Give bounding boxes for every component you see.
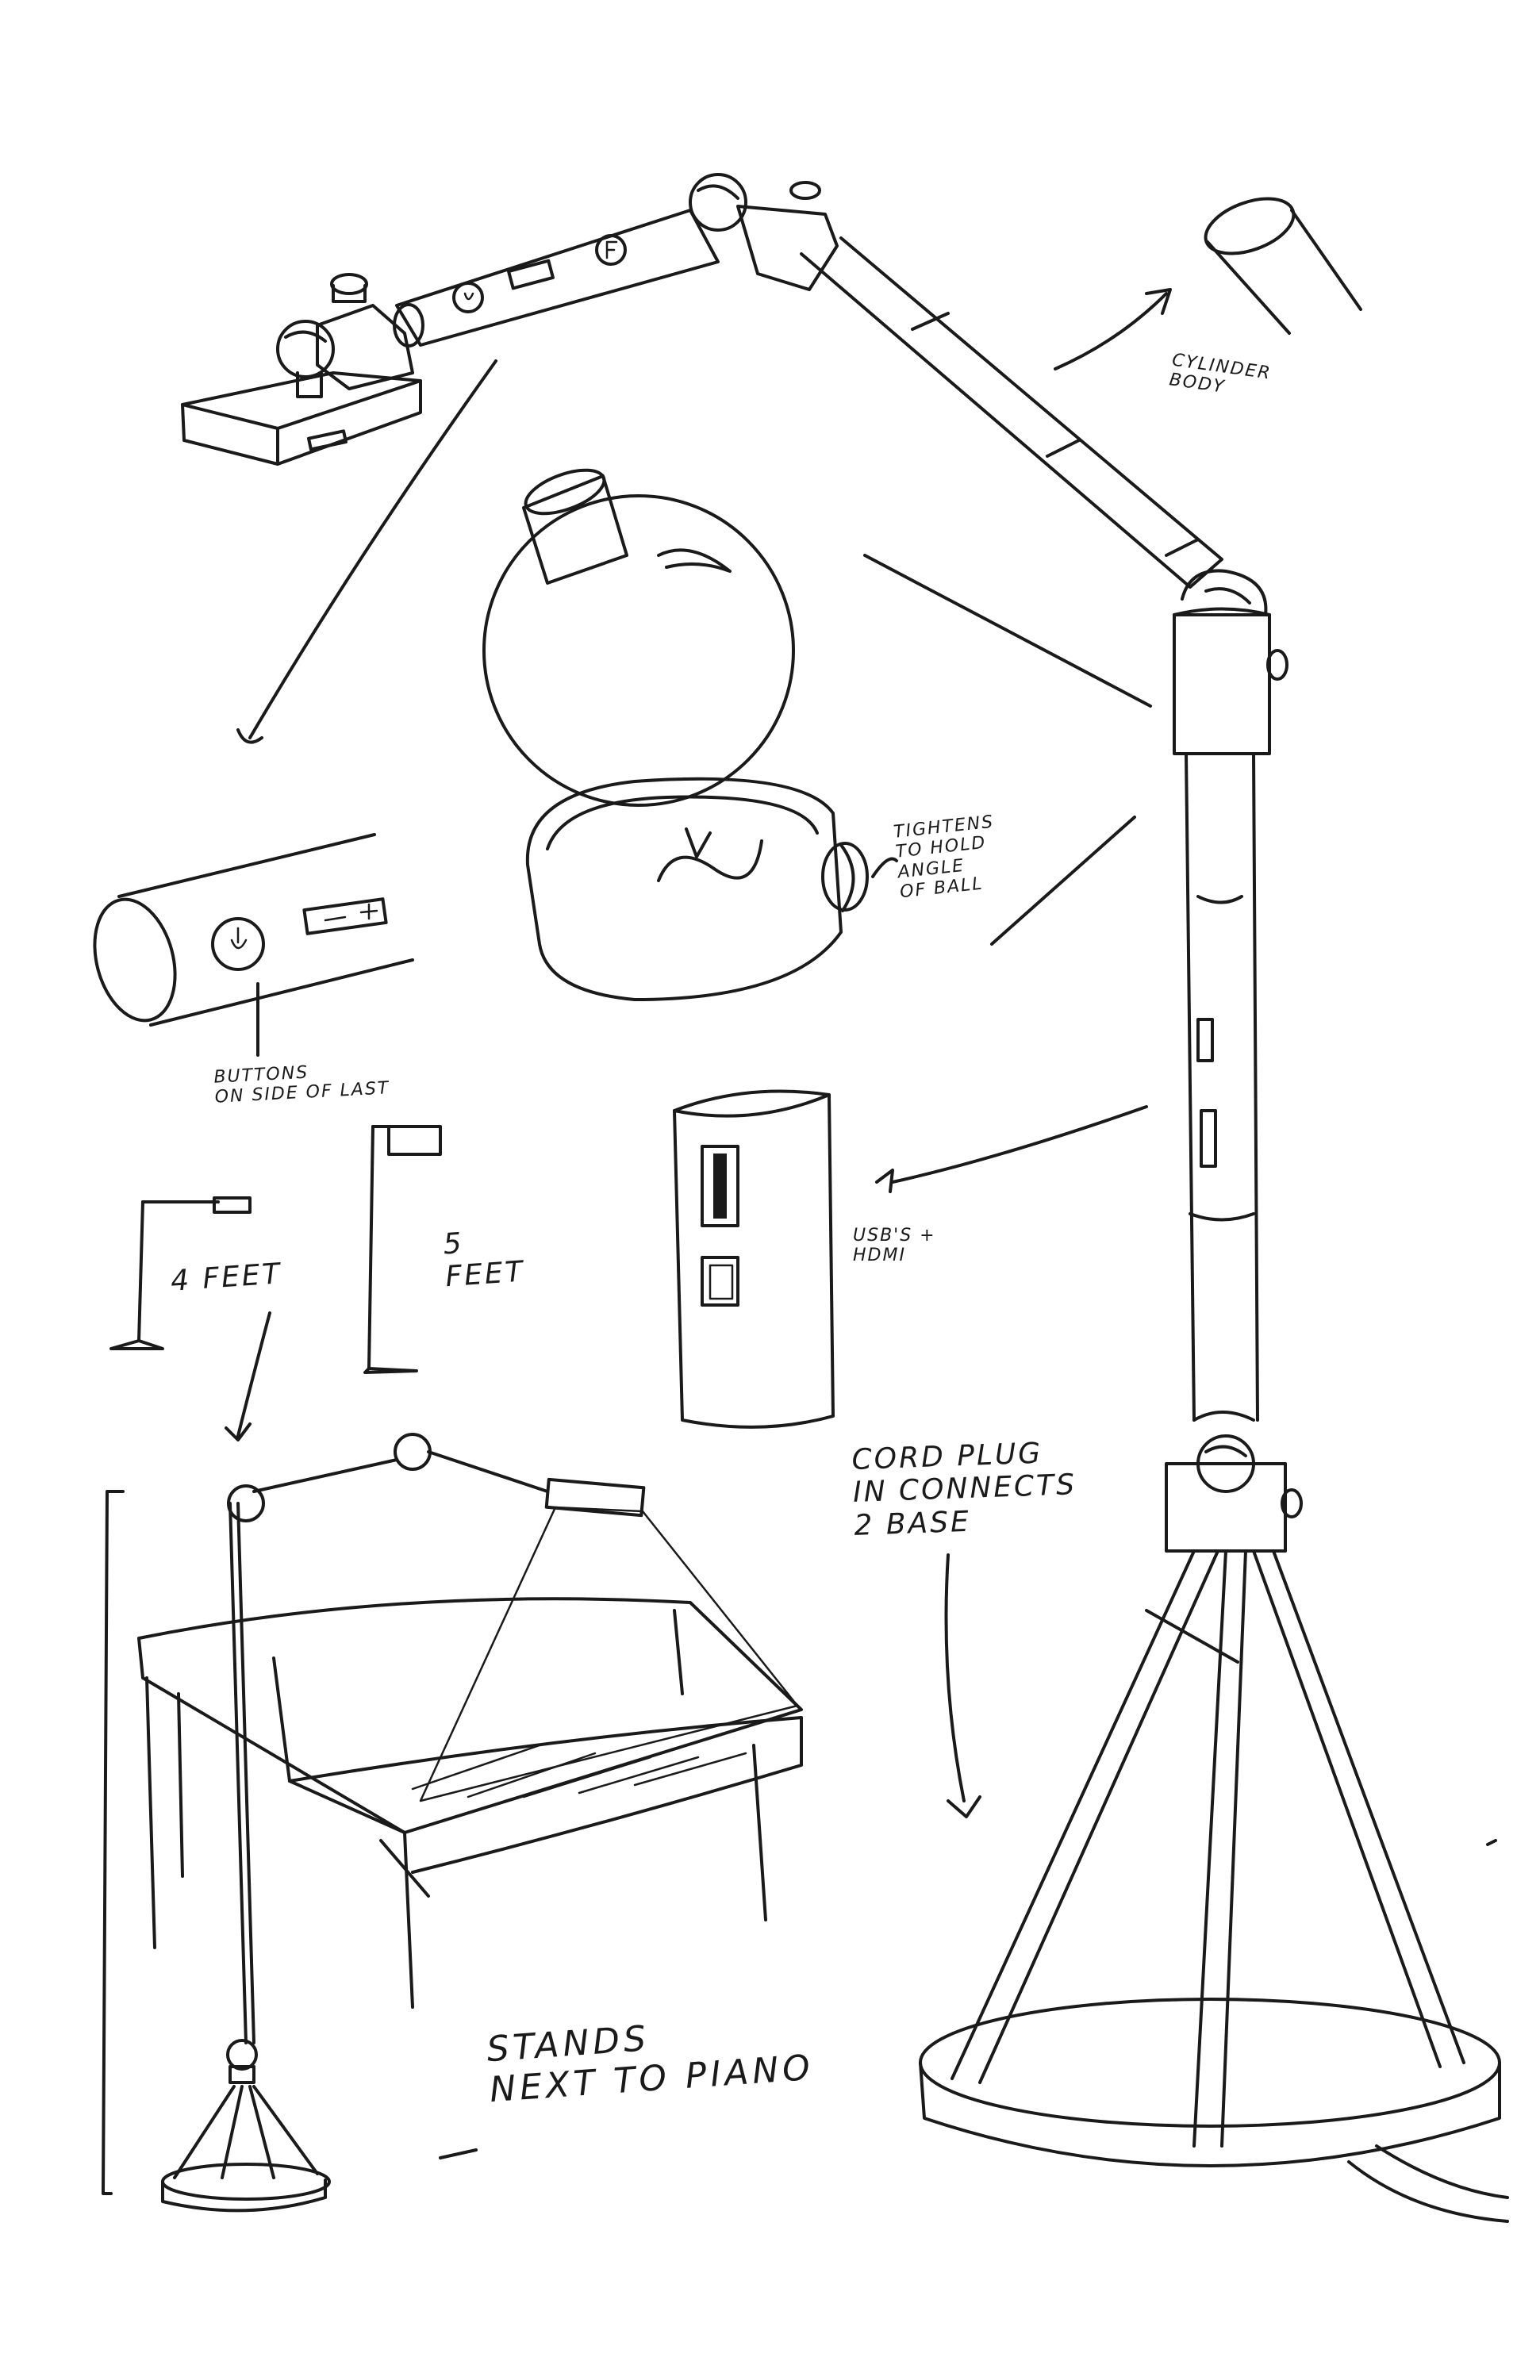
ball-joint-sketch [482,468,898,1001]
floor-lamp-column-sketch [919,607,1509,2223]
cord-plug-note: CORD PLUG IN CONNECTS 2 BASE [851,1437,1077,1542]
f-button [595,234,627,266]
power-icon [211,917,265,971]
tightens-note: TIGHTENS TO HOLD ANGLE OF BALL [893,812,996,903]
minus-plus-buttons [302,897,388,935]
usbs-hdmi-note: USB'S + HDMI [853,1226,936,1266]
buttons-cylinder-sketch [93,833,414,1057]
lamp-head-sketch [181,320,422,466]
cylinder-body-sketch [1054,197,1362,370]
piano-scene-sketch [102,1433,803,2213]
ports-cylinder-sketch [673,1089,1148,1429]
pointer-strokes [236,359,1497,1846]
height-figures-sketch [109,1125,442,1441]
minus-plus-buttons [507,259,555,290]
five-feet-note: 5 FEET [442,1226,526,1294]
power-icon [452,282,484,313]
upper-arm-sketch [316,173,1268,616]
